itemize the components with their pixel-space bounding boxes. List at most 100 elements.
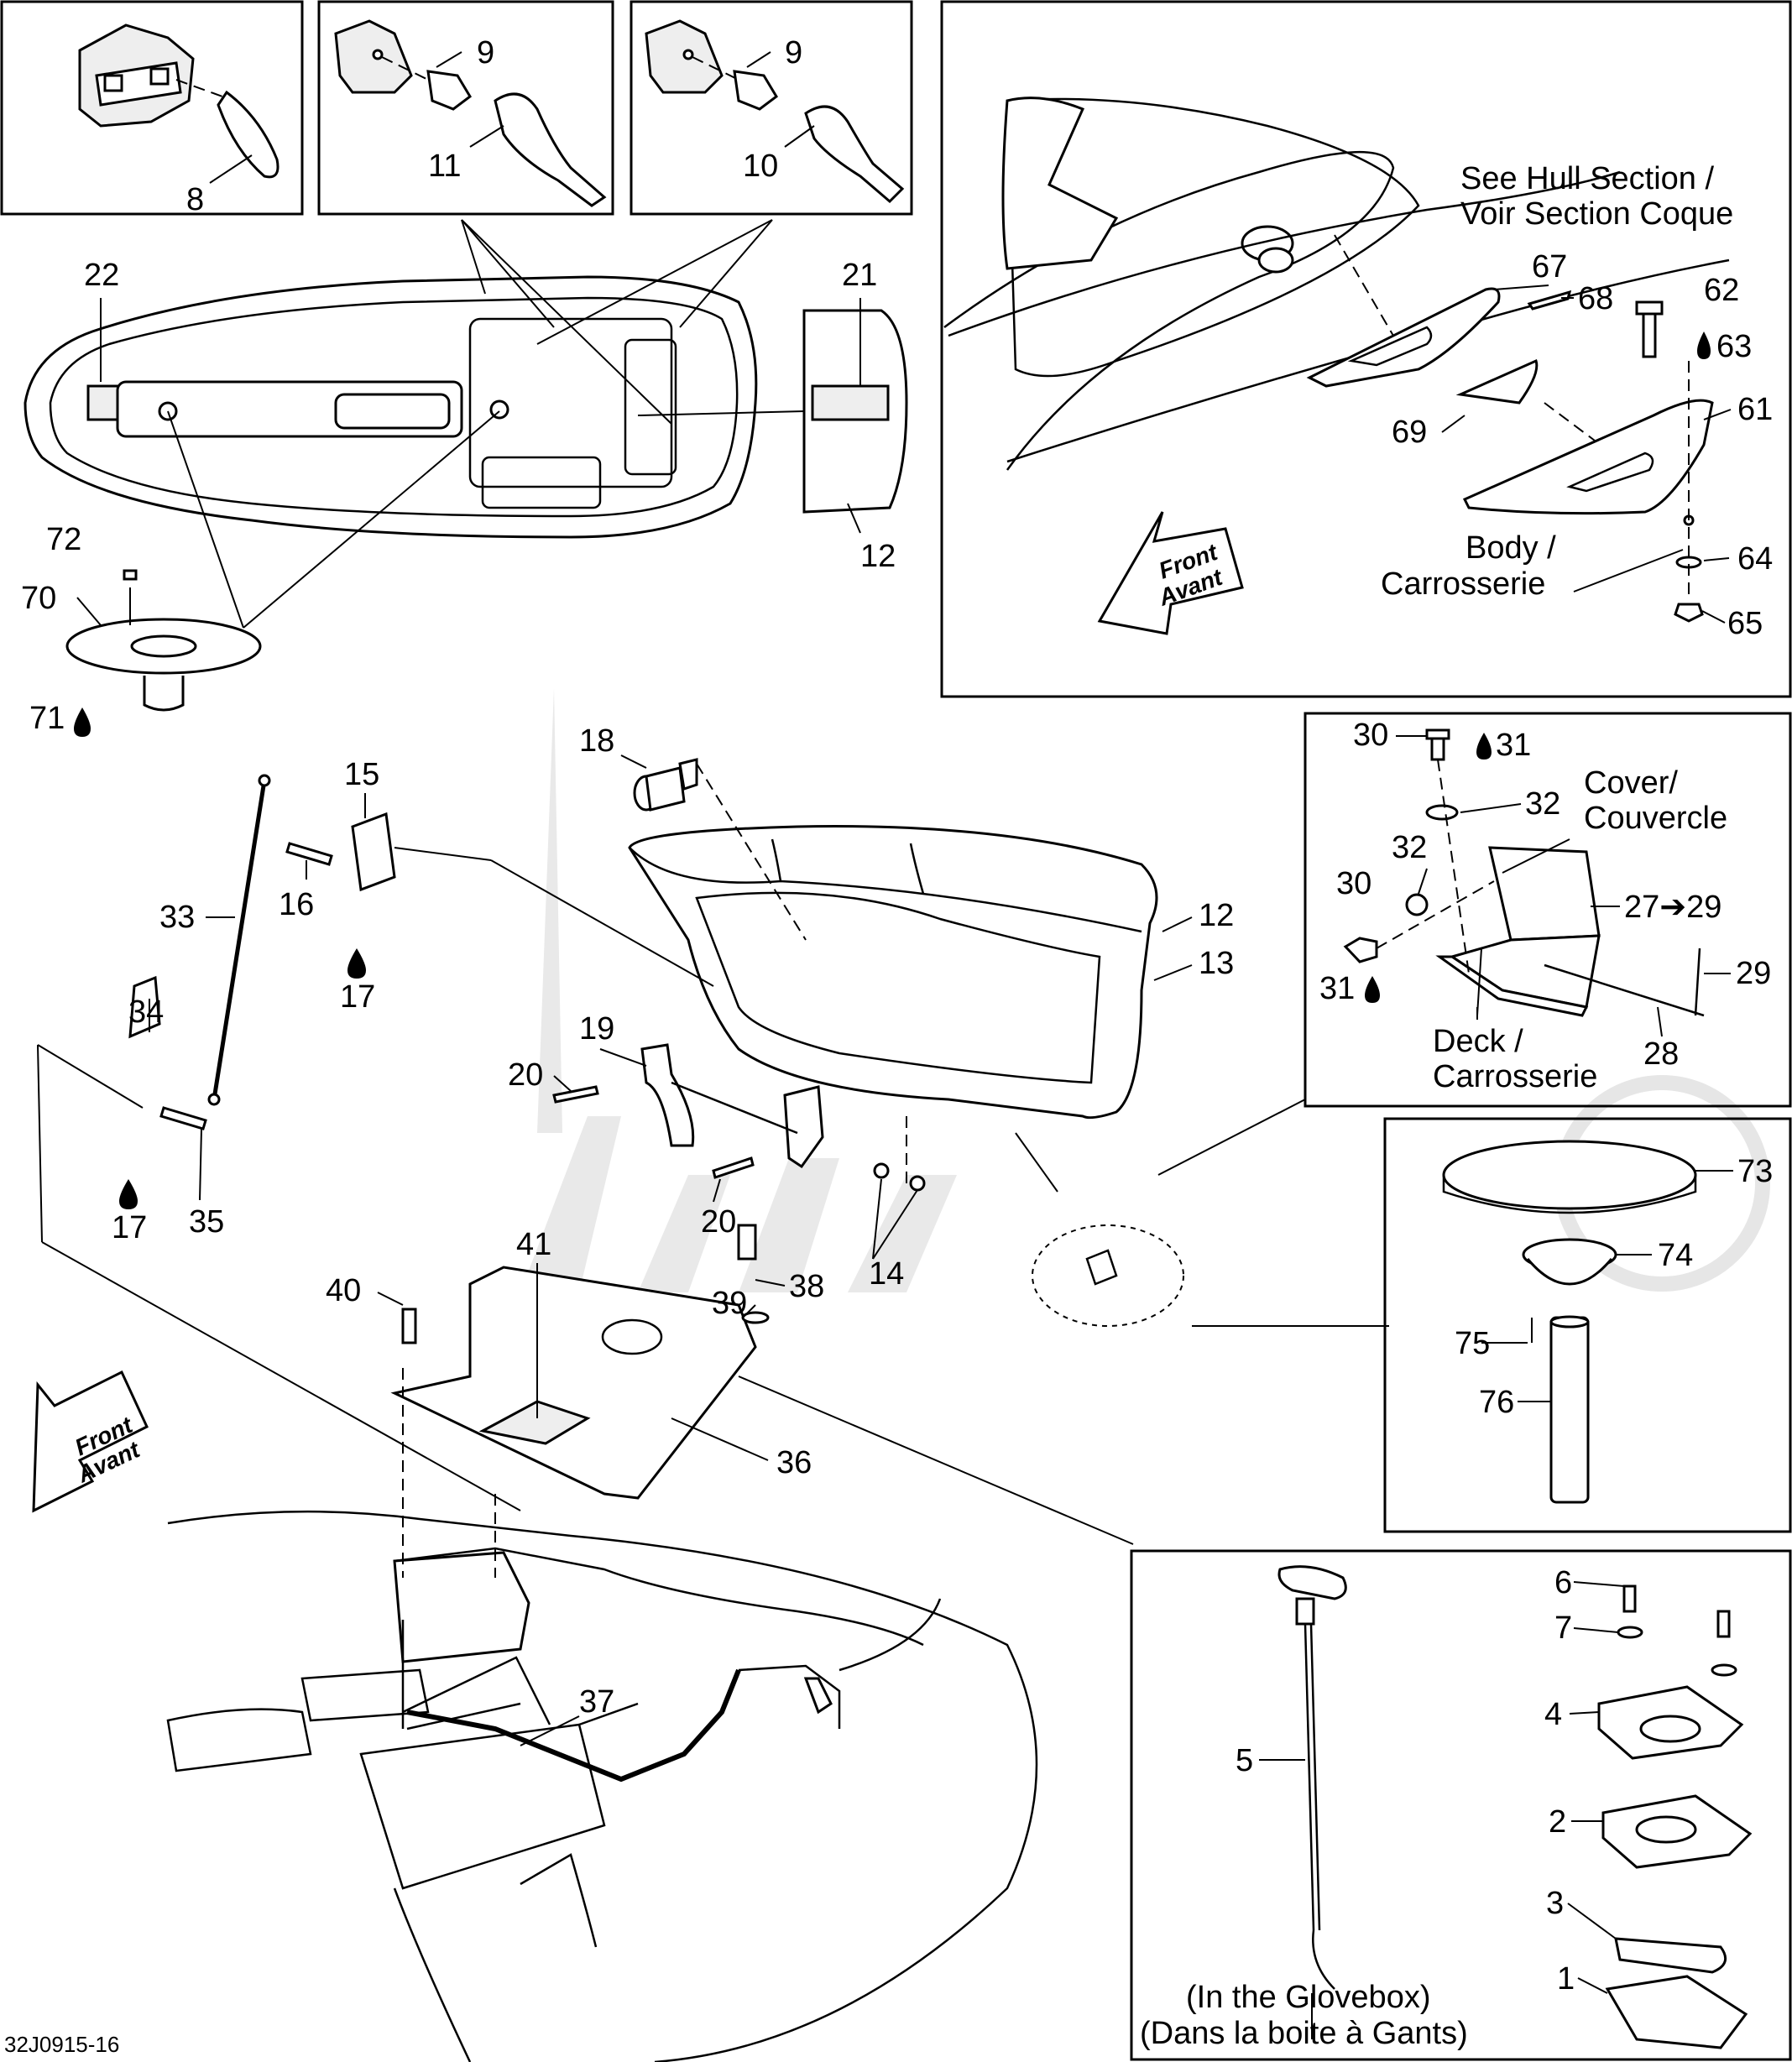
label-63: 63 [1716, 329, 1752, 364]
label-15: 15 [344, 757, 379, 792]
note-body-line2: Carrosserie [1381, 566, 1545, 602]
label-16: 16 [279, 887, 314, 922]
latch-plates [552, 1043, 926, 1192]
label-40: 40 [326, 1273, 361, 1308]
oval-cover [1015, 1132, 1389, 1327]
label-29: 29 [1736, 956, 1771, 991]
bracket-with-tie [78, 23, 280, 179]
label-8: 8 [186, 182, 204, 217]
front-arrow-1 [1097, 511, 1244, 635]
label-70: 70 [21, 581, 56, 616]
latch-assembly [1277, 1565, 1753, 2049]
inset-box-8 [0, 0, 304, 216]
rear-panel [637, 309, 908, 514]
label-32b: 32 [1392, 830, 1427, 865]
label-12b: 12 [1199, 898, 1234, 933]
inset-box-9-10 [630, 0, 913, 216]
diagram-code: 32J0915-16 [4, 2032, 119, 2057]
label-19: 19 [579, 1011, 614, 1047]
gas-strut [128, 774, 714, 1130]
glovebox-tray [390, 1224, 770, 1500]
label-2: 2 [1549, 1804, 1566, 1840]
knob-18 [633, 758, 698, 812]
drop-icon-17a [347, 948, 366, 979]
label-39: 39 [712, 1286, 747, 1321]
deck-mount-plate [65, 410, 500, 712]
label-61: 61 [1737, 392, 1773, 427]
label-12a: 12 [860, 539, 896, 574]
note-deck-line1: Deck / [1433, 1024, 1523, 1059]
label-69: 69 [1392, 415, 1427, 450]
screw-and-tie-b [645, 19, 905, 204]
guide-lines [37, 1044, 1306, 1545]
label-65: 65 [1727, 606, 1763, 641]
label-1: 1 [1557, 1961, 1575, 1997]
inset-box-hinge [1304, 712, 1792, 1108]
label-36: 36 [776, 1445, 812, 1480]
label-18: 18 [579, 723, 614, 759]
note-deck-line2: Carrosserie [1433, 1059, 1597, 1094]
label-17a: 17 [340, 979, 375, 1015]
label-32a: 32 [1525, 786, 1560, 822]
text-notes: See Hull Section / Voir Section Coque Bo… [4, 161, 1733, 2057]
label-35: 35 [189, 1204, 224, 1240]
front-arrow-2 [32, 1370, 149, 1513]
hull-body-drawing [943, 97, 1730, 471]
drop-icons [74, 331, 1711, 1209]
label-17b: 17 [112, 1210, 147, 1245]
label-7: 7 [1554, 1610, 1572, 1646]
label-76: 76 [1479, 1385, 1514, 1420]
label-71: 71 [29, 701, 65, 736]
label-31a: 31 [1496, 728, 1531, 763]
label-3: 3 [1546, 1886, 1564, 1921]
label-20b: 20 [701, 1204, 736, 1240]
part-labels: 8 9 11 9 10 22 21 12 72 70 71 67 68 62 6… [21, 35, 1773, 1997]
label-31b: 31 [1319, 971, 1355, 1006]
note-cover-line2: Couvercle [1584, 801, 1727, 836]
drop-icon-63 [1697, 331, 1711, 359]
label-30b: 30 [1336, 866, 1371, 901]
label-20a: 20 [508, 1057, 543, 1093]
table-assembly [1442, 1140, 1697, 1504]
label-14: 14 [869, 1256, 904, 1292]
screw-and-tie-a [334, 19, 607, 207]
drop-icon-71 [74, 707, 91, 737]
label-33: 33 [159, 900, 195, 935]
drop-icon-31b [1365, 976, 1380, 1003]
label-11: 11 [428, 149, 461, 184]
storage-lid [628, 763, 1158, 1120]
label-leaders [76, 51, 1733, 1994]
deck-view-bottom [166, 1368, 1038, 2062]
label-67: 67 [1532, 249, 1567, 285]
inset-box-latch [1130, 1549, 1792, 2061]
label-5: 5 [1236, 1743, 1253, 1778]
label-68: 68 [1578, 281, 1613, 316]
label-73: 73 [1737, 1154, 1773, 1189]
drop-icon-31a [1476, 733, 1492, 760]
label-22: 22 [84, 258, 119, 293]
note-glove-line1: (In the Glovebox) [1186, 1980, 1430, 2015]
label-13: 13 [1199, 946, 1234, 981]
label-37: 37 [579, 1684, 614, 1720]
label-4: 4 [1544, 1697, 1562, 1732]
hinge-assembly [1343, 728, 1705, 1017]
label-34: 34 [128, 994, 164, 1030]
boat-top-view [24, 275, 758, 539]
note-body-line1: Body / [1465, 530, 1556, 566]
note-glove-line2: (Dans la boite à Gants) [1140, 2016, 1468, 2051]
label-9b: 9 [785, 35, 802, 70]
inset-box-hull [940, 0, 1792, 698]
label-38: 38 [789, 1269, 824, 1304]
label-28: 28 [1643, 1036, 1679, 1072]
note-hull-line2: Voir Section Coque [1460, 196, 1733, 232]
inset-box-9-11 [317, 0, 614, 216]
drop-icon-17b [119, 1179, 138, 1209]
note-cover-line1: Cover/ [1584, 765, 1678, 801]
label-41: 41 [516, 1227, 551, 1262]
hull-trim-pieces [1306, 234, 1714, 623]
note-hull-line1: See Hull Section / [1460, 161, 1714, 196]
label-72: 72 [46, 522, 81, 557]
label-21: 21 [842, 258, 877, 293]
label-64: 64 [1737, 541, 1773, 577]
